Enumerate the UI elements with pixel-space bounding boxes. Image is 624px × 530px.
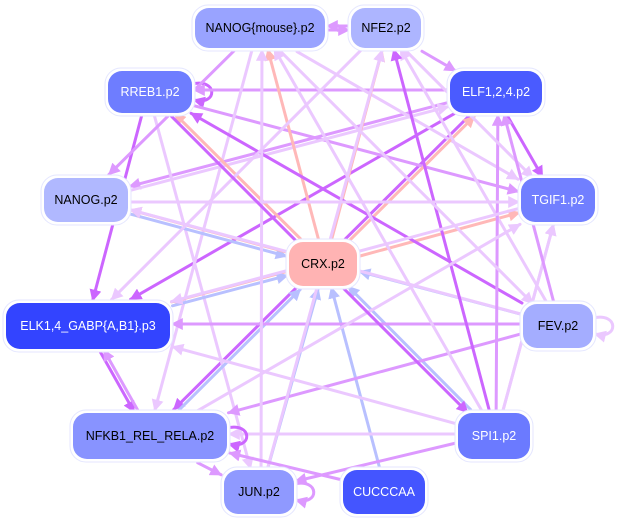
edge-fev-to-fev	[591, 315, 615, 343]
node-rreb1[interactable]: RREB1.p2	[104, 67, 196, 117]
edge-nanog-to-elf124	[129, 103, 451, 192]
node-box	[6, 303, 170, 349]
node-elf124[interactable]: ELF1,2,4.p2	[446, 67, 546, 117]
node-label: ELF1,2,4.p2	[462, 85, 530, 99]
node-jun[interactable]: JUN.p2	[220, 466, 298, 518]
node-tgif1[interactable]: TGIF1.p2	[517, 174, 599, 226]
node-box	[343, 470, 425, 514]
node-label: JUN.p2	[238, 485, 280, 499]
node-box	[289, 242, 357, 286]
edge-fev-to-rreb1	[189, 111, 524, 305]
edge-elk14-to-nfkb1	[98, 350, 136, 414]
edge-elf124-to-elk14	[129, 111, 457, 301]
edge-nfkb1-to-elk14	[102, 348, 140, 412]
edge-nfkb1-to-jun	[196, 461, 223, 477]
node-spi1[interactable]: SPI1.p2	[454, 409, 534, 463]
edge-spi1-to-elk14	[171, 343, 459, 426]
edge-elf124-to-tgif1	[505, 114, 544, 179]
node-nanog[interactable]: NANOG.p2	[40, 174, 132, 226]
edge-elf124-to-nanog	[127, 101, 449, 190]
edge-cucccaa-to-nfkb1	[227, 449, 343, 482]
node-label: NFKB1_REL_RELA.p2	[86, 429, 215, 443]
node-cucccaa[interactable]: CUCCCAA	[339, 466, 429, 518]
node-label: CRX.p2	[301, 257, 345, 271]
node-fev[interactable]: FEV.p2	[519, 300, 597, 352]
node-box	[44, 178, 128, 222]
node-box	[521, 178, 595, 222]
node-label: NFE2.p2	[361, 21, 410, 35]
node-nanog_mouse[interactable]: NANOG{mouse}.p2	[191, 4, 329, 52]
edge-rreb1-to-rreb1	[190, 81, 214, 109]
node-label: RREB1.p2	[120, 85, 179, 99]
edge-spi1-to-crx	[346, 285, 473, 412]
edge-crx-to-elf124	[347, 114, 476, 243]
node-label: NANOG.p2	[54, 193, 117, 207]
edge-fev-to-nfe2	[398, 47, 548, 303]
edge-nfe2-to-elf124	[420, 49, 457, 73]
edge-elk14-to-crx	[171, 272, 290, 308]
node-box	[108, 71, 192, 113]
edge-nfkb1-to-tgif1	[192, 222, 522, 415]
edge-nfkb1-to-nfkb1	[225, 425, 249, 453]
edge-spi1-to-elf124	[491, 113, 504, 413]
node-box	[73, 413, 227, 459]
node-label: SPI1.p2	[472, 429, 517, 443]
edge-nanog_mouse-to-fev	[279, 49, 535, 305]
node-box	[523, 304, 593, 348]
node-label: FEV.p2	[538, 319, 579, 333]
edge-jun-to-jun	[292, 481, 316, 509]
node-box	[224, 470, 294, 514]
node-crx[interactable]: CRX.p2	[285, 238, 361, 290]
node-label: TGIF1.p2	[532, 193, 585, 207]
edge-nfkb1-to-crx	[175, 287, 302, 414]
node-label: NANOG{mouse}.p2	[205, 21, 314, 35]
node-label: ELK1,4_GABP{A,B1}.p3	[20, 319, 156, 333]
edge-spi1-to-nanog_mouse	[272, 47, 483, 412]
node-elk14[interactable]: ELK1,4_GABP{A,B1}.p3	[2, 299, 174, 353]
edge-crx-to-nanog_mouse	[264, 47, 321, 241]
node-box	[351, 8, 421, 48]
node-label: CUCCCAA	[353, 485, 415, 499]
node-nfkb1[interactable]: NFKB1_REL_RELA.p2	[69, 409, 231, 463]
node-box	[458, 413, 530, 459]
edge-nanog_mouse-to-tgif1	[295, 50, 520, 181]
node-nfe2[interactable]: NFE2.p2	[347, 4, 425, 52]
edge-jun-to-nanog_mouse	[255, 48, 268, 470]
node-box	[195, 8, 325, 48]
edge-crx-to-rreb1	[173, 112, 302, 241]
edge-crx-to-tgif1	[358, 209, 522, 258]
node-box	[450, 71, 542, 113]
